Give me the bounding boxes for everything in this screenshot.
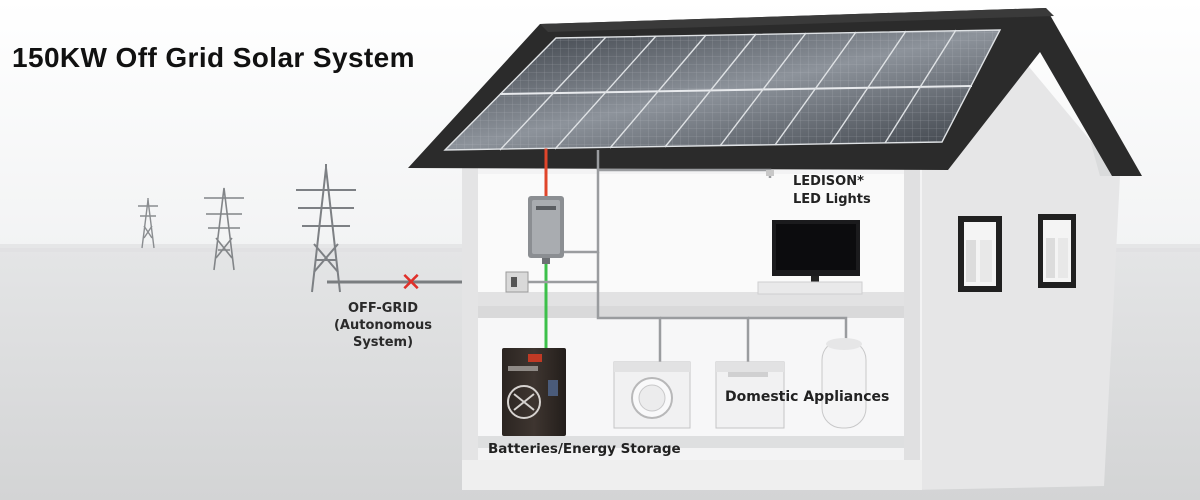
led-lights-label: LEDISON* LED Lights — [793, 173, 871, 209]
power-pylon-medium — [204, 187, 244, 271]
page-title: 150KW Off Grid Solar System — [12, 42, 415, 73]
side-window-right — [1038, 214, 1076, 288]
led-product-label: LED Lights — [793, 192, 871, 207]
side-window-left — [958, 216, 1002, 292]
disconnect-switch-box — [505, 271, 529, 293]
off-grid-label-line1: OFF-GRID — [347, 301, 419, 316]
power-pylon-small — [138, 198, 158, 249]
off-grid-label-line3: System) — [352, 335, 414, 350]
solar-panel-array — [443, 29, 1002, 151]
washing-machine — [613, 361, 691, 429]
dryer-appliance — [715, 361, 785, 429]
domestic-appliances-label: Domestic Appliances — [725, 389, 890, 405]
off-grid-status-label: OFF-GRID (Autonomous System) — [318, 300, 448, 351]
water-heater — [821, 338, 867, 429]
disconnect-cross-icon: ✕ — [400, 268, 422, 298]
battery-storage-unit — [502, 348, 566, 436]
inverter — [528, 196, 564, 264]
power-pylon-large — [296, 164, 356, 293]
led-light-icon — [766, 170, 774, 176]
off-grid-label-line2: (Autonomous — [333, 318, 433, 333]
tv-monitor — [757, 220, 863, 295]
led-brand-label: LEDISON* — [793, 174, 864, 189]
battery-storage-label: Batteries/Energy Storage — [488, 441, 681, 457]
